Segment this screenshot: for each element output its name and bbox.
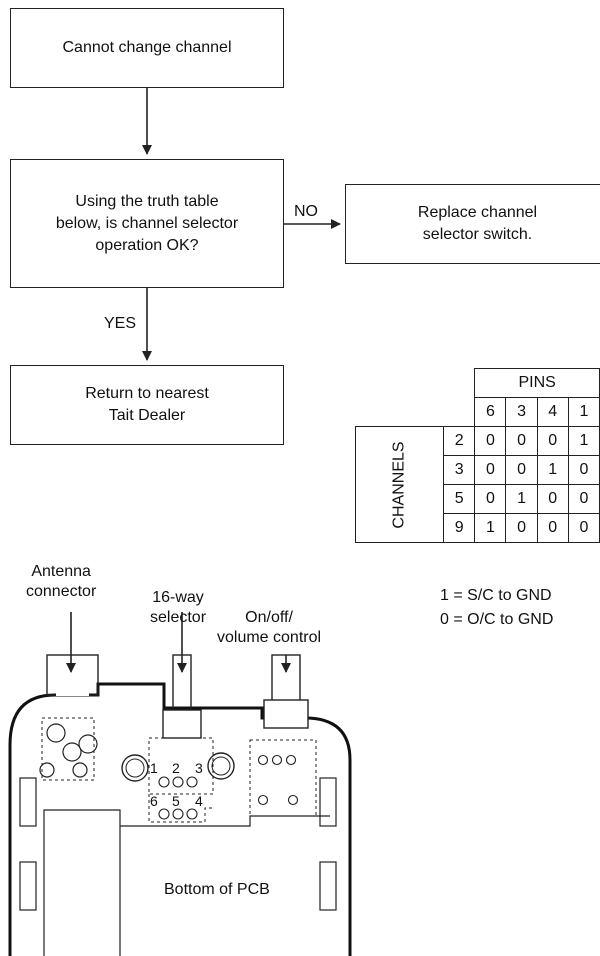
channels-header: CHANNELS xyxy=(354,426,445,543)
pin-header-cell: 1 xyxy=(567,397,600,427)
table-row: 9 1 0 0 0 xyxy=(356,513,600,543)
return-line-2: Tait Dealer xyxy=(108,407,186,424)
replace-line-2: selector switch. xyxy=(422,226,533,243)
legend-line-2: 0 = O/C to GND xyxy=(440,611,554,628)
pin-label: 1 xyxy=(150,760,158,776)
volume-body xyxy=(263,699,309,729)
value-cell: 1 xyxy=(536,455,569,485)
selector-footprint-lower xyxy=(148,794,213,823)
volume-label-line-1: On/off/ xyxy=(245,609,293,626)
value-cell: 0 xyxy=(536,513,569,543)
selector-label-line-1: 16-way xyxy=(152,589,204,606)
selector-label-line-2: selector xyxy=(150,609,207,626)
value-cell: 0 xyxy=(474,484,507,514)
selector-body xyxy=(162,709,202,739)
selector-mount-hole xyxy=(211,756,231,776)
side-clip xyxy=(19,861,37,911)
selector-pin xyxy=(172,776,184,788)
question-line-3: operation OK? xyxy=(95,236,199,254)
antenna-pad xyxy=(62,742,82,762)
volume-pad xyxy=(287,794,299,806)
side-clip xyxy=(19,777,37,827)
replace-line-1: Replace channel xyxy=(417,204,538,221)
selector-footprint xyxy=(148,737,214,795)
value-cell: 0 xyxy=(505,426,538,456)
antenna-label-line-1: Antenna xyxy=(31,563,91,580)
question-line-2: below, is channel selector xyxy=(55,214,239,232)
legend-line-1: 1 = S/C to GND xyxy=(440,587,552,604)
antenna-pad xyxy=(72,762,88,778)
start-box: Cannot change channel xyxy=(10,8,284,88)
table-row: 3 0 0 1 0 xyxy=(356,455,600,485)
channel-cell: 9 xyxy=(443,513,476,543)
yes-label: YES xyxy=(104,315,137,332)
volume-pad xyxy=(285,754,297,766)
table-row: 5 0 1 0 0 xyxy=(356,484,600,514)
table-row: CHANNELS 2 0 0 0 1 xyxy=(354,426,600,543)
channel-cell: 2 xyxy=(443,426,476,456)
pin-label: 4 xyxy=(195,793,203,809)
selector-pin xyxy=(158,776,170,788)
pins-header: PINS xyxy=(474,368,600,398)
channel-cell: 5 xyxy=(443,484,476,514)
selector-pin xyxy=(158,808,170,820)
start-box-text: Cannot change channel xyxy=(62,39,232,56)
return-box: Return to nearest Tait Dealer xyxy=(10,365,284,445)
value-cell: 0 xyxy=(474,455,507,485)
selector-mount-hole xyxy=(125,758,145,778)
no-label: NO xyxy=(294,203,318,220)
truth-table-legend: 1 = S/C to GND 0 = O/C to GND xyxy=(440,584,553,632)
value-cell: 0 xyxy=(567,513,600,543)
volume-label-line-2: volume control xyxy=(217,629,322,646)
pcb-bottom-label: Bottom of PCB xyxy=(164,881,270,898)
pin-label: 5 xyxy=(172,793,180,809)
antenna-pad xyxy=(46,723,66,743)
question-box: Using the truth table below, is channel … xyxy=(10,159,284,288)
value-cell: 0 xyxy=(536,426,569,456)
volume-footprint xyxy=(249,739,317,817)
volume-pad xyxy=(257,754,269,766)
selector-pin xyxy=(186,776,198,788)
selector-label: 16-way selector xyxy=(150,588,206,628)
antenna-label-line-2: connector xyxy=(26,583,97,600)
pin-header-cell: 4 xyxy=(536,397,569,427)
replace-box: Replace channel selector switch. xyxy=(345,184,600,264)
selector-mount-hole xyxy=(121,754,149,782)
value-cell: 1 xyxy=(567,426,600,456)
selector-pin xyxy=(186,808,198,820)
return-line-1: Return to nearest xyxy=(85,385,209,402)
pin-label: 3 xyxy=(195,760,203,776)
pin-label: 2 xyxy=(172,760,180,776)
value-cell: 1 xyxy=(474,513,507,543)
volume-pad xyxy=(271,754,283,766)
truth-table: PINS 6 3 4 1 CHANNELS 2 0 0 0 1 3 0 0 1 … xyxy=(354,368,600,543)
volume-pad xyxy=(257,794,269,806)
pin-label: 6 xyxy=(150,793,158,809)
antenna-label: Antenna connector xyxy=(26,562,96,602)
pin-header-cell: 6 xyxy=(474,397,507,427)
value-cell: 0 xyxy=(505,513,538,543)
antenna-connector-body xyxy=(46,654,99,696)
question-line-1: Using the truth table xyxy=(75,192,219,210)
side-clip xyxy=(319,861,337,911)
antenna-pad xyxy=(39,762,55,778)
antenna-pad xyxy=(78,734,98,754)
antenna-footprint xyxy=(41,717,95,781)
radio-outline xyxy=(8,682,352,956)
antenna-connector-stub xyxy=(56,690,89,696)
volume-label: On/off/ volume control xyxy=(217,608,321,648)
side-clip xyxy=(319,777,337,827)
selector-pin xyxy=(172,808,184,820)
selector-mount-hole xyxy=(207,752,235,780)
